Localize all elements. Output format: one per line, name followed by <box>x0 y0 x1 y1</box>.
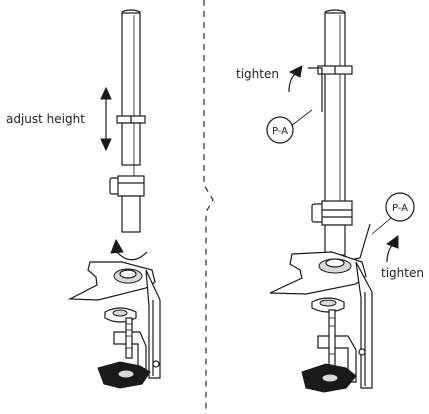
hex-key-top-icon <box>308 67 323 112</box>
left-upper-pole <box>109 9 146 233</box>
hex-key-bottom-icon <box>349 223 371 261</box>
tighten-arrow-bottom-icon <box>385 235 399 263</box>
left-clamp-base <box>67 261 161 389</box>
tighten-arrow-top-icon <box>288 65 303 93</box>
callout-bottom-label: P-A <box>392 203 408 214</box>
callout-bottom: P-A <box>371 192 415 235</box>
rotate-arrow-icon <box>110 238 148 261</box>
tighten-top-label: tighten <box>236 67 279 81</box>
panel-divider <box>203 0 214 414</box>
adjust-height-label: adjust height <box>6 112 85 126</box>
tighten-bottom-label: tighten <box>381 266 424 280</box>
right-panel: tighten P-A P-A tighten <box>236 9 424 393</box>
right-clamp-base <box>269 251 373 393</box>
left-panel: adjust height <box>6 9 161 389</box>
adjust-height-arrow-icon <box>100 86 112 152</box>
right-pole <box>311 9 353 256</box>
callout-top-label: P-A <box>272 126 288 137</box>
callout-top: P-A <box>266 109 313 144</box>
